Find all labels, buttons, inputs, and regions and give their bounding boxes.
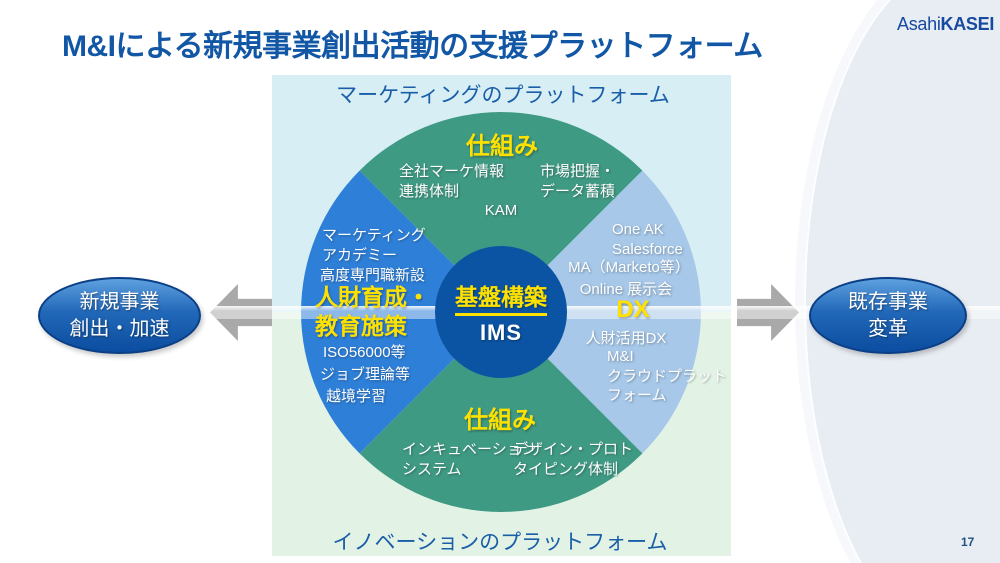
marketing-platform-label: マーケティングのプラットフォーム — [336, 84, 670, 107]
text-line: データ蓄積 — [540, 182, 616, 200]
right-quadrant-heading: DX — [616, 296, 650, 323]
text-line: フォーム — [607, 387, 667, 404]
logo-asahi-text: Asahi — [897, 14, 941, 34]
text-line: 教育施策 — [315, 313, 407, 339]
top-quadrant-heading: 仕組み — [466, 133, 538, 160]
center-title: 基盤構築 — [455, 278, 547, 316]
text-line: 既存事業 — [848, 290, 928, 313]
top-quadrant-item-2: 市場把握・ データ蓄積 — [540, 162, 615, 201]
right-quadrant-item-2: MA（Marketo等） — [568, 259, 690, 276]
slide-title: M&Iによる新規事業創出活動の支援プラットフォーム — [62, 30, 763, 63]
page-number: 17 — [961, 535, 975, 549]
text-line: タイピング体制 — [513, 460, 619, 478]
left-quadrant-item-5: 越境学習 — [326, 388, 387, 405]
text-line: 市場把握・ — [540, 163, 616, 180]
center-circle: 基盤構築 IMS — [435, 246, 567, 378]
right-quadrant-item-5: M&I クラウドプラット フォーム — [607, 347, 727, 406]
center-subtitle: IMS — [479, 320, 523, 345]
logo-kasei-text: KASEI — [940, 14, 995, 34]
bottom-quadrant-item-1: インキュベーション システム — [402, 440, 537, 479]
right-quadrant-item-3: Online 展示会 — [579, 281, 673, 298]
text-line: 人財育成・ — [315, 284, 430, 310]
text-line: 全社マーケ情報 — [399, 163, 505, 180]
top-quadrant-wedge — [359, 112, 643, 312]
text-line: 変革 — [868, 317, 908, 340]
left-quadrant-heading: 人財育成・ 教育施策 — [315, 283, 430, 341]
text-line: システム — [402, 460, 462, 478]
text-line: マーケティング — [322, 227, 426, 244]
bottom-quadrant-item-2: デザイン・プロト タイピング体制 — [513, 440, 633, 479]
left-quadrant-item-4: ジョブ理論等 — [320, 366, 411, 383]
asahi-kasei-logo: AsahiKASEI — [897, 14, 994, 35]
text-line: One AK — [612, 221, 664, 238]
text-line: Salesforce — [612, 240, 683, 258]
bottom-quadrant-heading: 仕組み — [464, 407, 536, 434]
text-line: 新規事業 — [79, 290, 160, 313]
innovation-platform-label: イノベーションのプラットフォーム — [332, 531, 668, 554]
left-quadrant-item-1: マーケティング アカデミー — [322, 226, 426, 265]
text-line: 創出・加速 — [69, 317, 170, 340]
left-quadrant-item-3: ISO56000等 — [323, 344, 406, 361]
text-line: デザイン・プロト — [513, 441, 634, 458]
existing-business-ellipse: 既存事業 変革 — [809, 277, 967, 354]
new-business-ellipse: 新規事業 創出・加速 — [38, 277, 201, 354]
text-line: インキュベーション — [402, 441, 537, 458]
top-quadrant-item-3: KAM — [484, 202, 518, 219]
bottom-quadrant-wedge — [359, 312, 643, 512]
text-line: アカデミー — [322, 246, 398, 264]
right-quadrant-item-4: 人財活用DX — [585, 330, 667, 347]
text-line: 連携体制 — [399, 182, 460, 200]
text-line: クラウドプラット — [607, 367, 728, 385]
text-line: M&I — [607, 348, 634, 365]
left-quadrant-item-2: 高度専門職新設 — [320, 267, 426, 284]
top-quadrant-item-1: 全社マーケ情報 連携体制 — [399, 162, 504, 201]
right-quadrant-item-1: One AK Salesforce — [612, 220, 683, 259]
